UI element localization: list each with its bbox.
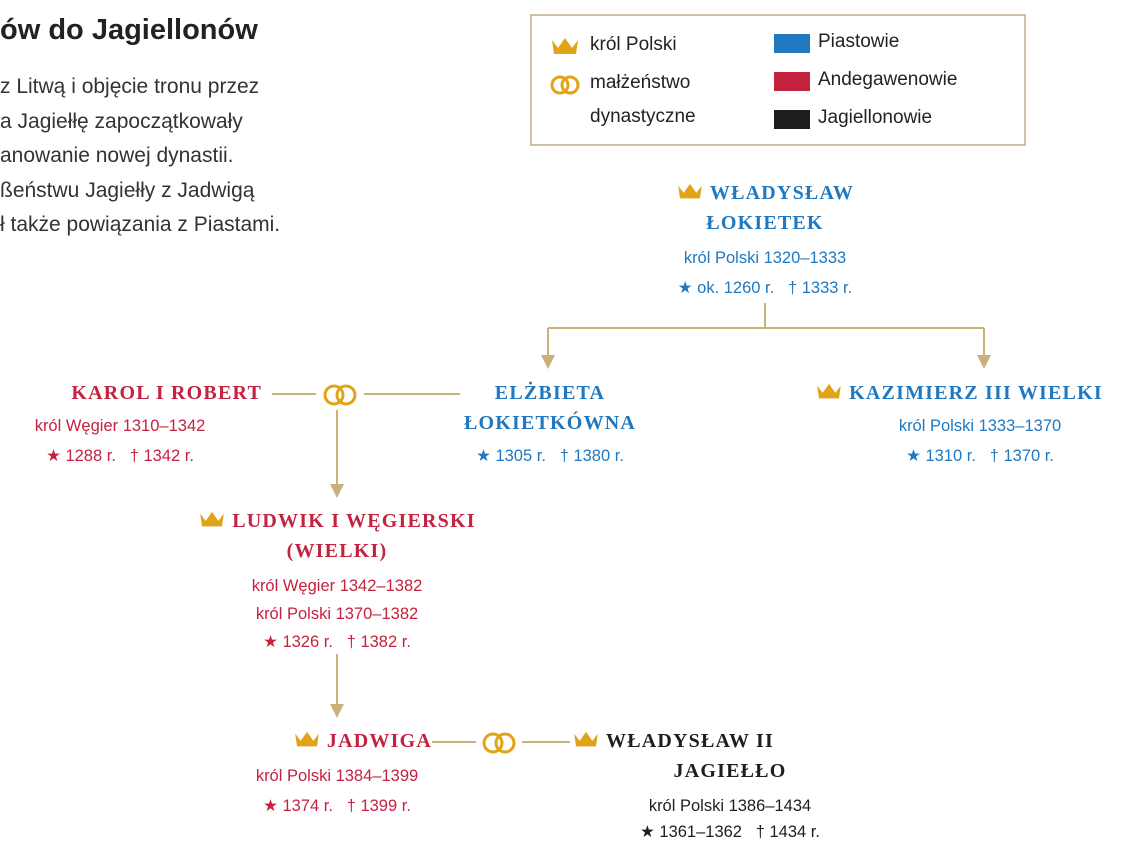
jadwiga-death: † 1399 r. xyxy=(346,797,411,815)
crown-icon xyxy=(293,730,321,758)
jagiello-name-line2: JAGIEŁŁO xyxy=(673,760,787,782)
jagiello-name-line1: WŁADYSŁAW II xyxy=(606,730,774,752)
lokietek-name-line1: WŁADYSŁAW xyxy=(709,182,855,204)
jadwiga-birth: ★ 1374 r. xyxy=(263,797,333,815)
swatch-andegawenowie xyxy=(774,72,810,91)
kazimierz-name-text: KAZIMIERZ III WIELKI xyxy=(849,382,1103,404)
ludwik-reign-hungary: król Węgier 1342–1382 xyxy=(251,577,423,595)
intro-line: anowanie nowej dynastii. xyxy=(0,144,234,167)
elzbieta-dates: ★ 1305 r. † 1380 r. xyxy=(440,442,660,470)
jagiello-dates: ★ 1361–1362 † 1434 r. xyxy=(580,818,880,846)
lokietek-birth: ★ ok. 1260 r. xyxy=(677,279,775,297)
kazimierz-death: † 1370 r. xyxy=(989,447,1054,465)
intro-line: z Litwą i objęcie tronu przez xyxy=(0,75,260,98)
intro-line: ł także powiązania z Piastami. xyxy=(0,213,281,236)
ludwik-name: LUDWIK I WĘGIERSKI xyxy=(137,508,537,538)
elzbieta-name-line1: ELŻBIETA xyxy=(494,382,606,404)
ludwik-reign-poland: król Polski 1370–1382 xyxy=(255,605,419,623)
lokietek-reign: król Polski 1320–1333 xyxy=(683,249,847,267)
jadwiga-name-text: JADWIGA xyxy=(326,730,432,752)
ludwik-name-line1: LUDWIK I WĘGIERSKI xyxy=(232,510,476,532)
jagiello-death: † 1434 r. xyxy=(755,823,820,841)
arrowhead-elzbieta xyxy=(541,355,555,369)
crown-icon xyxy=(198,510,226,538)
crown-icon xyxy=(815,382,843,410)
karol-dates: ★ 1288 r. † 1342 r. xyxy=(0,442,240,470)
intro-line: ßeństwu Jagiełły z Jadwigą xyxy=(0,178,255,202)
wedding-rings-icon xyxy=(550,75,580,95)
karol-birth: ★ 1288 r. xyxy=(46,447,116,465)
elzbieta-birth: ★ 1305 r. xyxy=(476,447,546,465)
intro-paragraph: z Litwą i objęcie tronu przez a Jagiełłę… xyxy=(0,70,430,243)
intro-line: a Jagiełłę zapoczątkowały xyxy=(0,109,243,133)
legend-crown-label: król Polski xyxy=(590,34,677,55)
kazimierz-name: KAZIMIERZ III WIELKI xyxy=(790,380,1128,410)
arrowhead-kazimierz xyxy=(977,355,991,369)
crown-icon xyxy=(676,182,704,210)
arrowhead-jadwiga xyxy=(330,704,344,718)
jadwiga-reign: król Polski 1384–1399 xyxy=(255,767,419,785)
swatch-jagiellonowie xyxy=(774,110,810,129)
swatch-piastowie xyxy=(774,34,810,53)
crown-icon xyxy=(572,730,600,758)
elzbieta-death: † 1380 r. xyxy=(559,447,624,465)
ludwik-dates: ★ 1326 r. † 1382 r. xyxy=(137,628,537,656)
legend-marriage-label-2: dynastyczne xyxy=(590,106,696,127)
kazimierz-dates: ★ 1310 r. † 1370 r. xyxy=(830,442,1128,470)
wedding-rings-icon xyxy=(482,732,516,754)
kazimierz-birth: ★ 1310 r. xyxy=(906,447,976,465)
karol-reign: król Węgier 1310–1342 xyxy=(34,417,206,435)
legend-piastowie: Piastowie xyxy=(818,31,900,52)
legend-andegawenowie: Andegawenowie xyxy=(818,69,958,90)
lokietek-dates: ★ ok. 1260 r. † 1333 r. xyxy=(615,274,915,302)
jadwiga-dates: ★ 1374 r. † 1399 r. xyxy=(212,792,462,820)
ludwik-birth: ★ 1326 r. xyxy=(263,633,333,651)
ludwik-name-line2: (WIELKI) xyxy=(286,540,388,562)
page-title: ów do Jagiellonów xyxy=(0,14,258,46)
arrowhead-ludwik xyxy=(330,484,344,498)
karol-name: KAROL I ROBERT xyxy=(71,382,262,404)
jadwiga-name: JADWIGA xyxy=(200,728,432,758)
legend: król Polski małżeństwo dynastyczne Piast… xyxy=(530,14,1026,146)
jagiello-reign: król Polski 1386–1434 xyxy=(648,797,812,815)
lokietek-death: † 1333 r. xyxy=(787,279,853,297)
kazimierz-reign: król Polski 1333–1370 xyxy=(898,417,1062,435)
wedding-rings-icon xyxy=(323,384,357,406)
legend-marriage-label: małżeństwo xyxy=(590,72,691,93)
jagiello-birth: ★ 1361–1362 xyxy=(640,823,742,841)
lokietek-name-line2: ŁOKIETEK xyxy=(706,212,824,234)
legend-jagiellonowie: Jagiellonowie xyxy=(818,107,933,128)
karol-death: † 1342 r. xyxy=(129,447,194,465)
elzbieta-name-line2: ŁOKIETKÓWNA xyxy=(463,412,637,434)
jagiello-name: WŁADYSŁAW II xyxy=(572,728,872,758)
ludwik-death: † 1382 r. xyxy=(346,633,411,651)
lokietek-name: WŁADYSŁAW xyxy=(615,180,915,210)
crown-icon xyxy=(552,38,578,54)
